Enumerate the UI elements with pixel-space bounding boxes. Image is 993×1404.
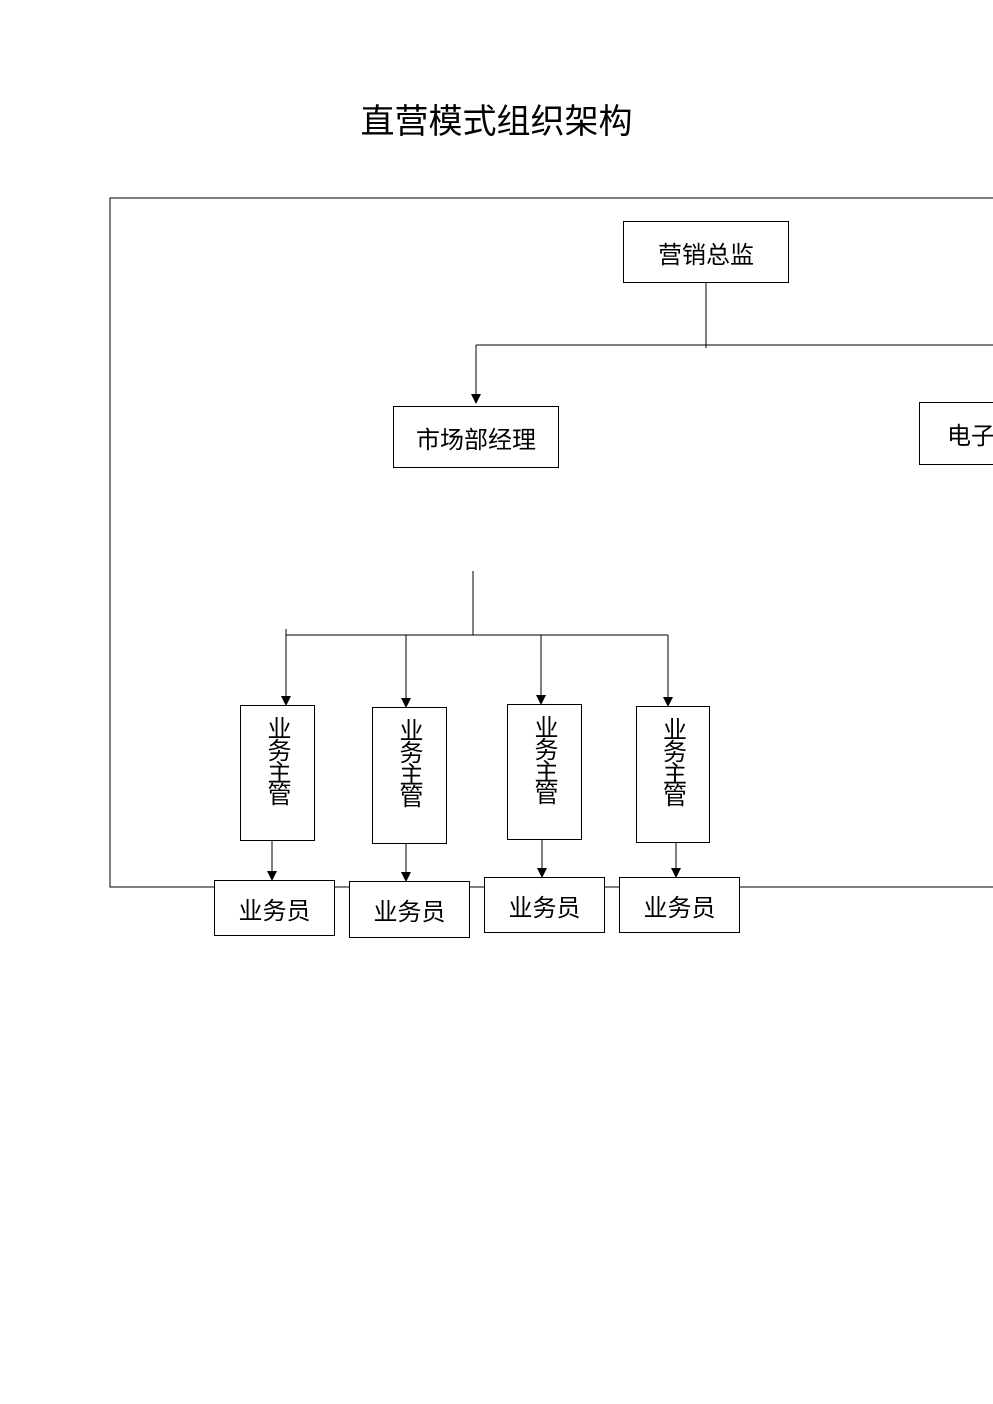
node-label: 电子 [947, 422, 993, 450]
node-label: 业务主管 [263, 716, 291, 804]
node-label: 业务员 [373, 898, 446, 926]
node-label: 业务员 [238, 896, 311, 925]
node-staff: 业务员 [619, 877, 740, 933]
node-ecommerce-manager: 电子 [919, 402, 993, 465]
node-staff: 业务员 [349, 881, 470, 938]
node-supervisor: 业务主管 [507, 704, 582, 840]
node-label: 营销总监 [658, 240, 754, 269]
node-label: 业务员 [643, 893, 716, 922]
node-supervisor: 业务主管 [240, 705, 315, 841]
node-supervisor: 业务主管 [636, 706, 710, 843]
node-staff: 业务员 [214, 880, 335, 936]
page-title: 直营模式组织架构 [360, 102, 633, 142]
node-director: 营销总监 [623, 221, 789, 283]
node-label: 市场部经理 [416, 425, 536, 454]
node-label: 业务主管 [395, 718, 423, 806]
node-supervisor: 业务主管 [372, 707, 447, 844]
node-staff: 业务员 [484, 877, 605, 933]
node-label: 业务主管 [530, 715, 558, 803]
node-market-manager: 市场部经理 [393, 406, 559, 468]
node-label: 业务主管 [658, 717, 687, 805]
node-label: 业务员 [508, 893, 581, 922]
